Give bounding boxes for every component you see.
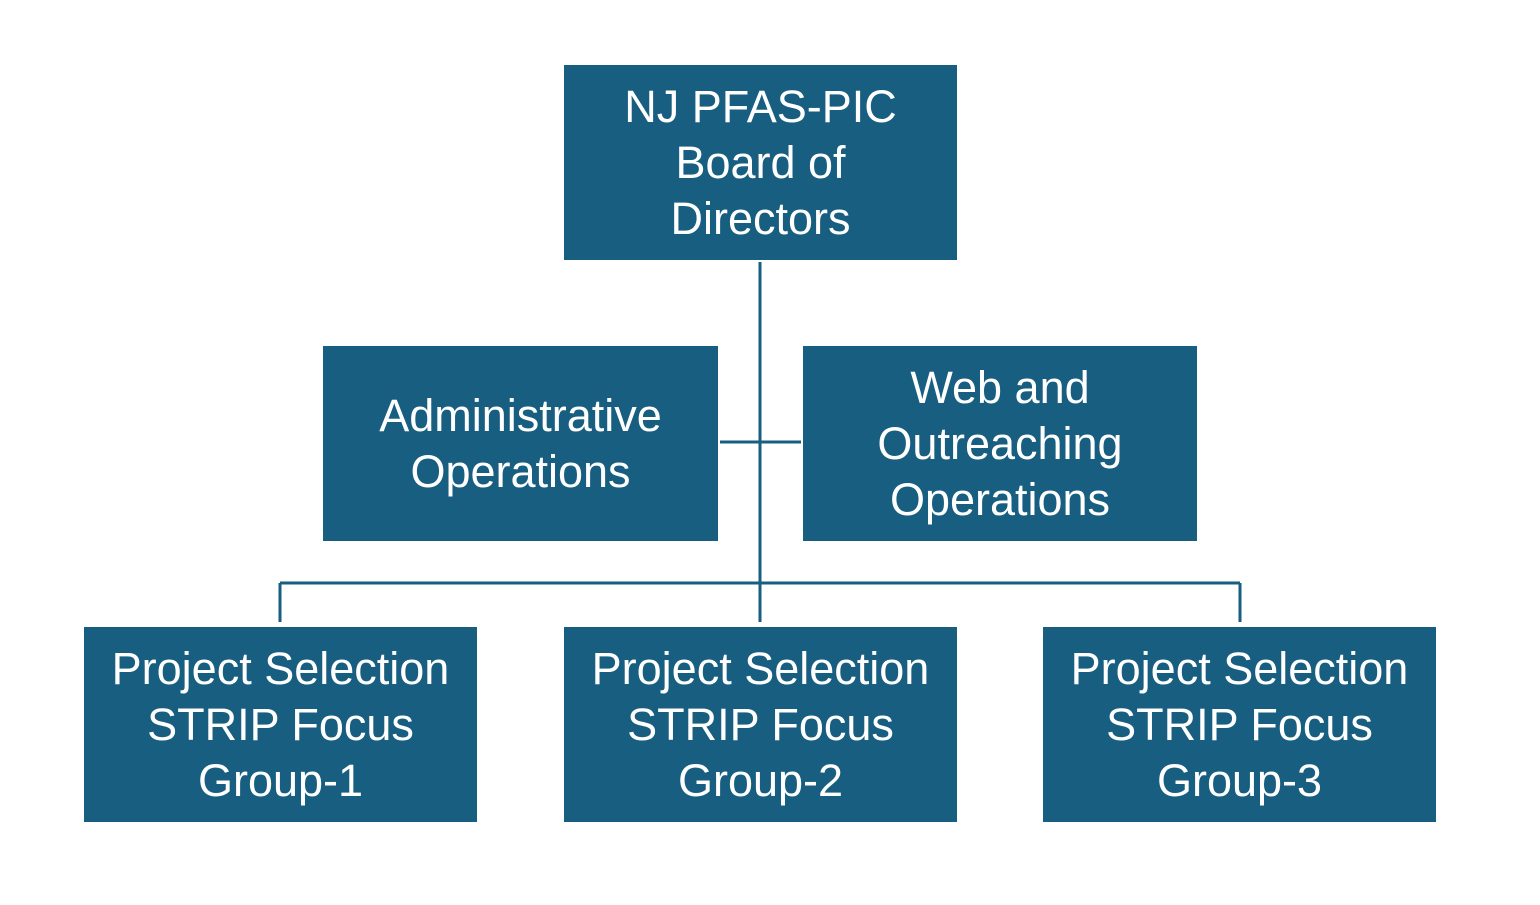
web-outreaching-operations-box: Web and Outreaching Operations bbox=[803, 346, 1197, 541]
focus-group-2-box: Project Selection STRIP Focus Group-2 bbox=[564, 627, 957, 822]
web-outreaching-operations-label: Web and Outreaching Operations bbox=[877, 361, 1123, 525]
board-of-directors-box: NJ PFAS-PIC Board of Directors bbox=[564, 65, 957, 260]
focus-group-1-box: Project Selection STRIP Focus Group-1 bbox=[84, 627, 477, 822]
board-of-directors-label: NJ PFAS-PIC Board of Directors bbox=[624, 80, 897, 244]
administrative-operations-box: Administrative Operations bbox=[323, 346, 718, 541]
focus-group-3-label: Project Selection STRIP Focus Group-3 bbox=[1070, 642, 1409, 806]
focus-group-1-label: Project Selection STRIP Focus Group-1 bbox=[111, 642, 450, 806]
administrative-operations-label: Administrative Operations bbox=[379, 389, 662, 497]
focus-group-2-label: Project Selection STRIP Focus Group-2 bbox=[591, 642, 930, 806]
focus-group-3-box: Project Selection STRIP Focus Group-3 bbox=[1043, 627, 1436, 822]
connector-group bbox=[278, 262, 1242, 622]
